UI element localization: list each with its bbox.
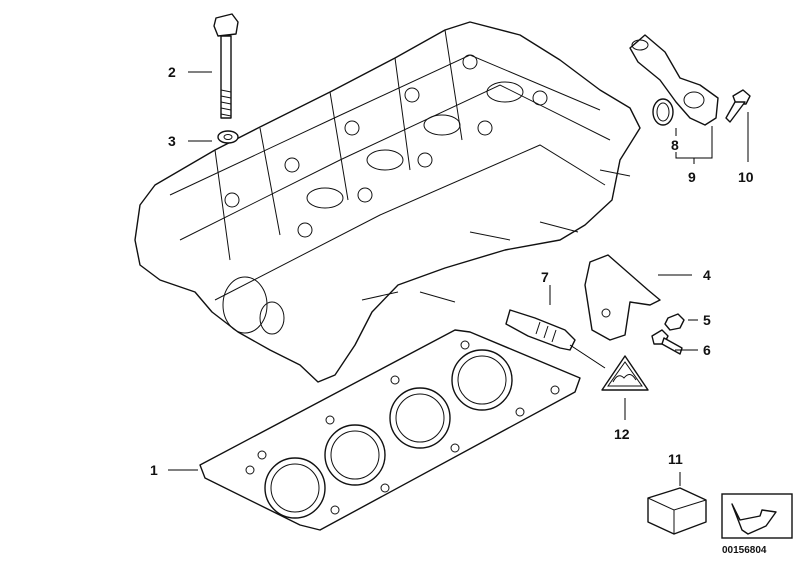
callout-11: 11 — [668, 451, 683, 467]
callout-labels: 2 3 1 7 4 5 6 12 11 8 9 10 — [150, 64, 754, 478]
callout-2: 2 — [168, 64, 176, 80]
cylinder-head-gasket[interactable] — [199, 329, 581, 531]
sealing-compound[interactable] — [647, 487, 707, 535]
arrow-icon — [731, 503, 777, 535]
callout-8: 8 — [671, 137, 679, 153]
callout-4: 4 — [703, 267, 711, 283]
callout-3: 3 — [168, 133, 176, 149]
o-ring[interactable] — [652, 98, 674, 126]
cylinder-head[interactable] — [134, 21, 641, 383]
warning-label[interactable] — [601, 355, 649, 391]
washer[interactable] — [217, 130, 239, 144]
flange-bolt[interactable] — [725, 89, 751, 123]
callout-7: 7 — [541, 269, 549, 285]
temperature-sensor[interactable] — [505, 309, 576, 351]
callout-10: 10 — [738, 169, 754, 185]
callout-12: 12 — [614, 426, 630, 442]
callout-5: 5 — [703, 312, 711, 328]
callout-1: 1 — [150, 462, 158, 478]
arrow-symbol-box — [721, 493, 793, 539]
callout-9: 9 — [688, 169, 696, 185]
cylinder-head-bolt[interactable] — [213, 13, 239, 119]
leader-lines — [168, 71, 749, 486]
hex-nut[interactable] — [664, 313, 685, 331]
callout-6: 6 — [703, 342, 711, 358]
diagram-reference-number: 00156804 — [722, 545, 767, 556]
coolant-flange[interactable] — [629, 34, 719, 126]
cover-bracket[interactable] — [584, 254, 661, 341]
